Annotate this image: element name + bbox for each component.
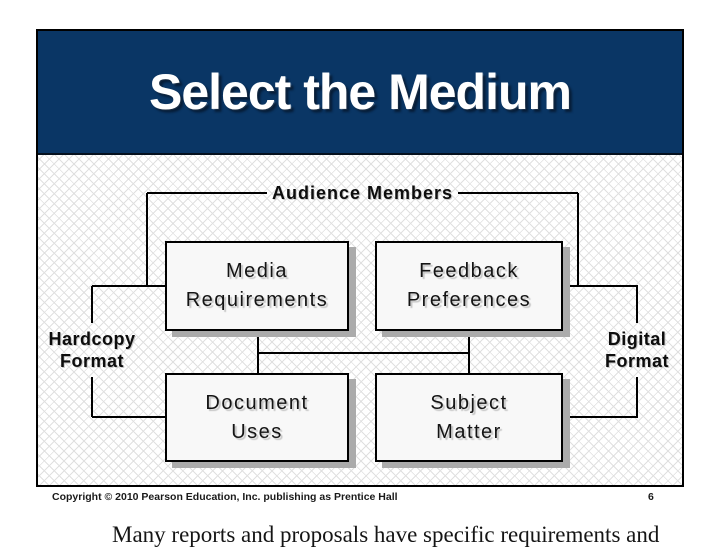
digital-format-label: Digital Format	[587, 328, 687, 372]
box-label-line: Document	[205, 391, 309, 414]
slide: Select the Medium Audience Members Media…	[36, 29, 684, 487]
connector-line-hardcopy-bottom-v	[91, 377, 93, 417]
box-label-line: Requirements	[185, 289, 329, 311]
connector-line-right	[458, 192, 578, 194]
box-label-line: Media	[226, 260, 288, 282]
side-label-line: Format	[604, 351, 669, 371]
connector-line-mid-h	[257, 352, 470, 354]
box-media-requirements: Media Requirements	[165, 241, 349, 331]
connector-line-hardcopy-top-v	[91, 286, 93, 323]
box-feedback-preferences: Feedback Preferences	[375, 241, 563, 331]
connector-line-drop-right	[577, 193, 579, 287]
side-label-line: Hardcopy	[48, 329, 136, 349]
page-number: 6	[648, 491, 654, 503]
connector-line-digital-top-h	[563, 285, 638, 287]
audience-members-connector: Audience Members	[147, 182, 578, 203]
title-bar: Select the Medium	[38, 31, 682, 155]
box-label-line: Uses	[231, 420, 283, 443]
connector-line-digital-bottom-h	[563, 416, 638, 418]
audience-members-label: Audience Members	[271, 182, 454, 203]
box-document-uses: Document Uses	[165, 373, 349, 462]
connector-line-hardcopy-top-h	[92, 285, 166, 287]
copyright-text: Copyright © 2010 Pearson Education, Inc.…	[52, 491, 398, 503]
box-label-line: Preferences	[406, 289, 532, 311]
connector-line-hardcopy-bottom-h	[92, 416, 166, 418]
box-label-line: Feedback	[419, 260, 519, 282]
box-label-line: Matter	[436, 420, 502, 443]
hardcopy-format-label: Hardcopy Format	[42, 328, 142, 372]
box-label-line: Subject	[430, 391, 508, 414]
connector-line-drop-left	[146, 193, 148, 287]
slide-title: Select the Medium	[149, 64, 572, 120]
connector-line-digital-bottom-v	[636, 377, 638, 417]
connector-line-digital-top-v	[636, 286, 638, 323]
side-label-line: Digital	[607, 329, 667, 349]
notes-preview-text: Many reports and proposals have specific…	[112, 522, 660, 547]
connector-line-left	[147, 192, 267, 194]
side-label-line: Format	[59, 351, 124, 371]
box-subject-matter: Subject Matter	[375, 373, 563, 462]
